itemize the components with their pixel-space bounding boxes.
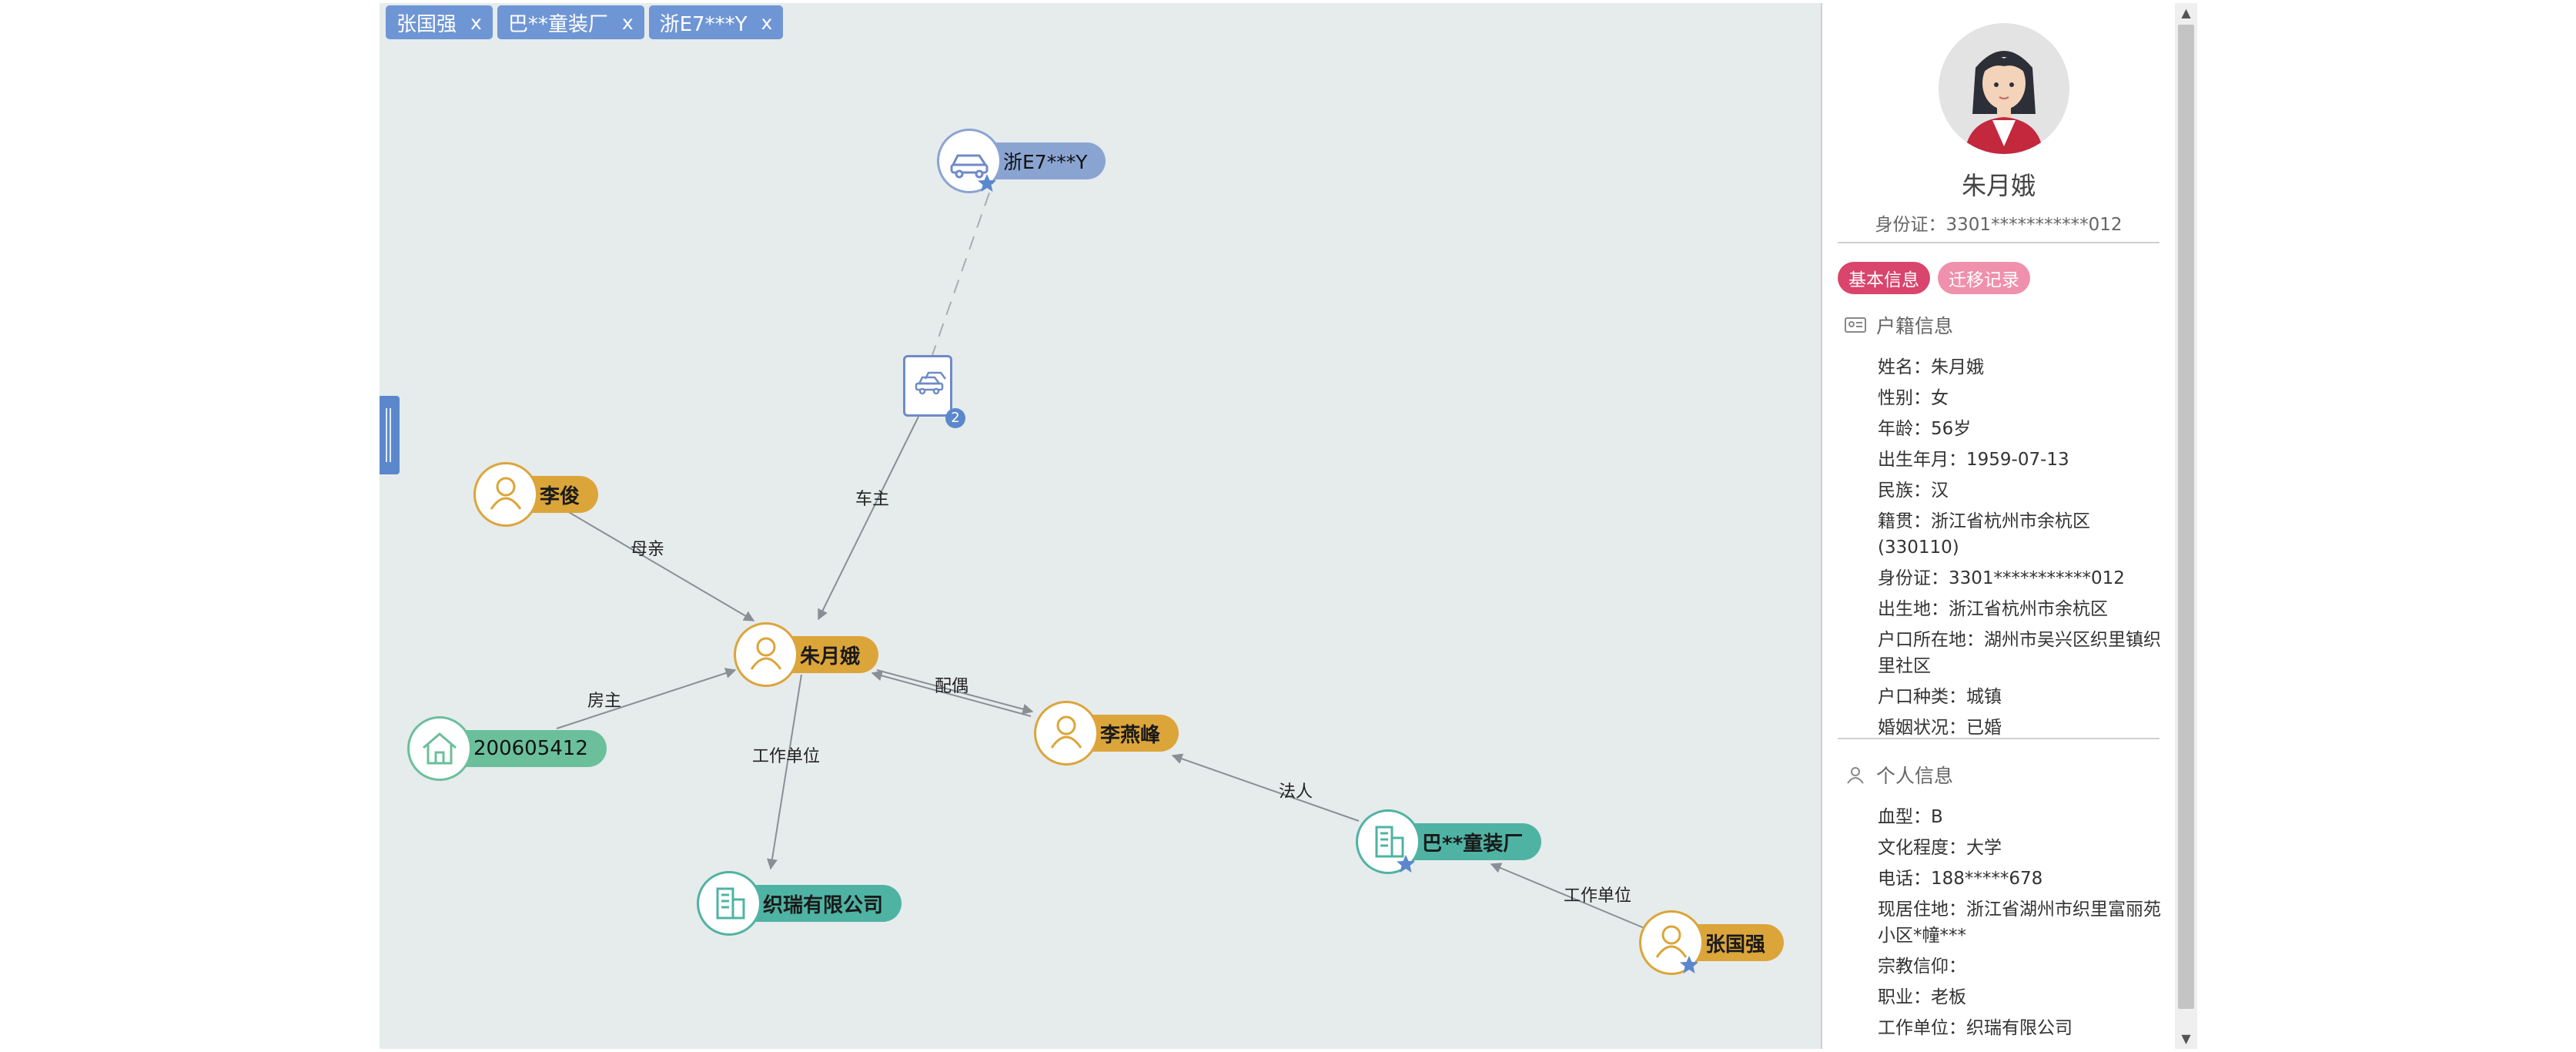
person-icon bbox=[473, 462, 538, 527]
info-blood-type: 血型：B bbox=[1878, 807, 1943, 827]
car-count-badge: 2 bbox=[945, 408, 965, 428]
edge-label-householder: 房主 bbox=[587, 692, 622, 711]
info-name: 姓名：朱月娥 bbox=[1878, 357, 1984, 377]
edge-owner bbox=[818, 416, 919, 621]
close-icon[interactable]: x bbox=[761, 11, 773, 34]
search-tag-bar: 张国强 x 巴**童装厂 x 浙E7***Y x bbox=[386, 5, 784, 39]
person-icon bbox=[1034, 701, 1099, 766]
search-tag-label: 张国强 bbox=[396, 12, 457, 36]
user-icon bbox=[1847, 767, 1864, 784]
info-household-address: 户口所在地：湖州市吴兴区织里镇织里社区 bbox=[1878, 630, 2161, 676]
building-icon bbox=[697, 871, 761, 936]
panel-scrollbar[interactable]: ▲ ▼ bbox=[2175, 3, 2197, 1049]
graph-edges bbox=[556, 170, 1647, 930]
edge-spouse-a bbox=[876, 669, 1034, 715]
node-house[interactable]: 200605412 bbox=[407, 716, 607, 781]
search-tag-label: 浙E7***Y bbox=[659, 12, 748, 36]
node-plate[interactable]: 浙E7***Y bbox=[937, 129, 1116, 193]
info-age: 年龄：56岁 bbox=[1878, 419, 1972, 439]
info-gender: 性别：女 bbox=[1878, 388, 1949, 408]
panel-tabs: 基本信息 迁移记录 bbox=[1838, 262, 2030, 294]
search-tag[interactable]: 张国强 x bbox=[386, 5, 493, 39]
relationship-graph[interactable]: 母亲 车主 房主 工作单位 配偶 法人 工作单位 张国强 x 巴**童装厂 x … bbox=[380, 3, 1821, 1049]
node-person-li-yanfeng[interactable]: 李燕峰 bbox=[1034, 701, 1203, 766]
search-tag-label: 巴**童装厂 bbox=[507, 12, 608, 36]
info-birth-date: 出生年月：1959-07-13 bbox=[1878, 450, 2069, 470]
edge-label-spouse: 配偶 bbox=[934, 677, 969, 696]
info-household-type: 户口种类：城镇 bbox=[1878, 687, 2002, 707]
tab-migration-record[interactable]: 迁移记录 bbox=[1938, 262, 2030, 294]
person-name: 朱月娥 bbox=[1961, 171, 2036, 200]
divider bbox=[1838, 738, 2159, 739]
info-occupation: 职业：老板 bbox=[1878, 987, 1966, 1007]
close-icon[interactable]: x bbox=[621, 11, 634, 34]
info-birthplace: 出生地：浙江省杭州市余杭区 bbox=[1878, 599, 2108, 619]
info-native-place: 籍贯：浙江省杭州市余杭区(330110) bbox=[1878, 511, 2090, 558]
edge-plate-group bbox=[932, 170, 998, 356]
close-icon[interactable]: x bbox=[470, 11, 482, 34]
node-company-zhirui[interactable]: 织瑞有限公司 bbox=[697, 871, 902, 936]
id-card-icon bbox=[1845, 317, 1866, 333]
scroll-down-icon[interactable]: ▼ bbox=[2181, 1031, 2191, 1046]
info-marital-status: 婚姻状况：已婚 bbox=[1878, 718, 2002, 738]
person-id: 身份证：3301***********012 bbox=[1875, 215, 2123, 235]
star-icon bbox=[977, 173, 997, 193]
node-person-zhu-yuee[interactable]: 朱月娥 bbox=[734, 622, 895, 687]
star-icon bbox=[1396, 854, 1416, 874]
edge-label-legal-person: 法人 bbox=[1278, 782, 1313, 802]
household-info-list: 姓名：朱月娥 性别：女 年龄：56岁 出生年月：1959-07-13 民族：汉 … bbox=[1878, 354, 2163, 745]
section-title-household: 户籍信息 bbox=[1876, 315, 1954, 337]
collapse-handle[interactable] bbox=[380, 396, 400, 474]
edge-workplace-1 bbox=[767, 674, 802, 870]
info-current-address: 现居住地：浙江省湖州市织里富丽苑小区*幢*** bbox=[1878, 900, 2161, 946]
tab-basic-info[interactable]: 基本信息 bbox=[1838, 262, 1930, 294]
detail-panel: 朱月娥 身份证：3301***********012 基本信息 迁移记录 户籍信… bbox=[1821, 3, 2175, 1049]
edge-workplace-2 bbox=[1490, 863, 1647, 930]
edge-legal-person bbox=[1171, 753, 1360, 822]
section-title-personal: 个人信息 bbox=[1876, 765, 1954, 787]
info-education: 文化程度：大学 bbox=[1878, 838, 2002, 858]
star-icon bbox=[1679, 955, 1699, 975]
node-person-li-jun[interactable]: 李俊 bbox=[473, 462, 620, 527]
scroll-up-icon[interactable]: ▲ bbox=[2181, 5, 2191, 20]
node-company-ba-factory[interactable]: 巴**童装厂 bbox=[1356, 809, 1542, 874]
avatar bbox=[1939, 23, 2069, 154]
female-avatar-icon bbox=[1965, 51, 2043, 154]
section-personal: 个人信息 bbox=[1844, 761, 1953, 789]
divider bbox=[1838, 242, 2159, 243]
car-group-node[interactable]: 2 bbox=[903, 355, 965, 428]
personal-info-list: 血型：B 文化程度：大学 电话：188*****678 现居住地：浙江省湖州市织… bbox=[1878, 804, 2163, 1046]
person-icon bbox=[734, 622, 798, 687]
search-tag[interactable]: 浙E7***Y x bbox=[648, 5, 784, 39]
scroll-thumb[interactable] bbox=[2178, 25, 2194, 1009]
cars-group-icon bbox=[915, 371, 946, 395]
info-religion: 宗教信仰： bbox=[1878, 957, 1966, 977]
section-household: 户籍信息 bbox=[1844, 311, 1953, 339]
app-window: 母亲 车主 房主 工作单位 配偶 法人 工作单位 张国强 x 巴**童装厂 x … bbox=[380, 3, 2197, 1049]
edge-label-owner: 车主 bbox=[855, 490, 890, 509]
edge-householder bbox=[556, 668, 737, 729]
info-phone: 电话：188*****678 bbox=[1878, 869, 2043, 889]
node-person-zhang-guoqiang[interactable]: 张国强 bbox=[1639, 910, 1808, 975]
search-tag[interactable]: 巴**童装厂 x bbox=[497, 5, 644, 39]
edge-label-workplace-1: 工作单位 bbox=[751, 747, 821, 766]
edge-spouse-b bbox=[871, 670, 1032, 717]
edge-label-workplace-2: 工作单位 bbox=[1563, 886, 1632, 906]
info-employer: 工作单位：织瑞有限公司 bbox=[1878, 1018, 2073, 1038]
edge-mother bbox=[567, 511, 755, 621]
house-icon bbox=[407, 716, 472, 781]
info-ethnicity: 民族：汉 bbox=[1878, 481, 1949, 501]
edge-label-mother: 母亲 bbox=[630, 540, 665, 559]
info-id-number: 身份证：3301***********012 bbox=[1878, 568, 2125, 588]
